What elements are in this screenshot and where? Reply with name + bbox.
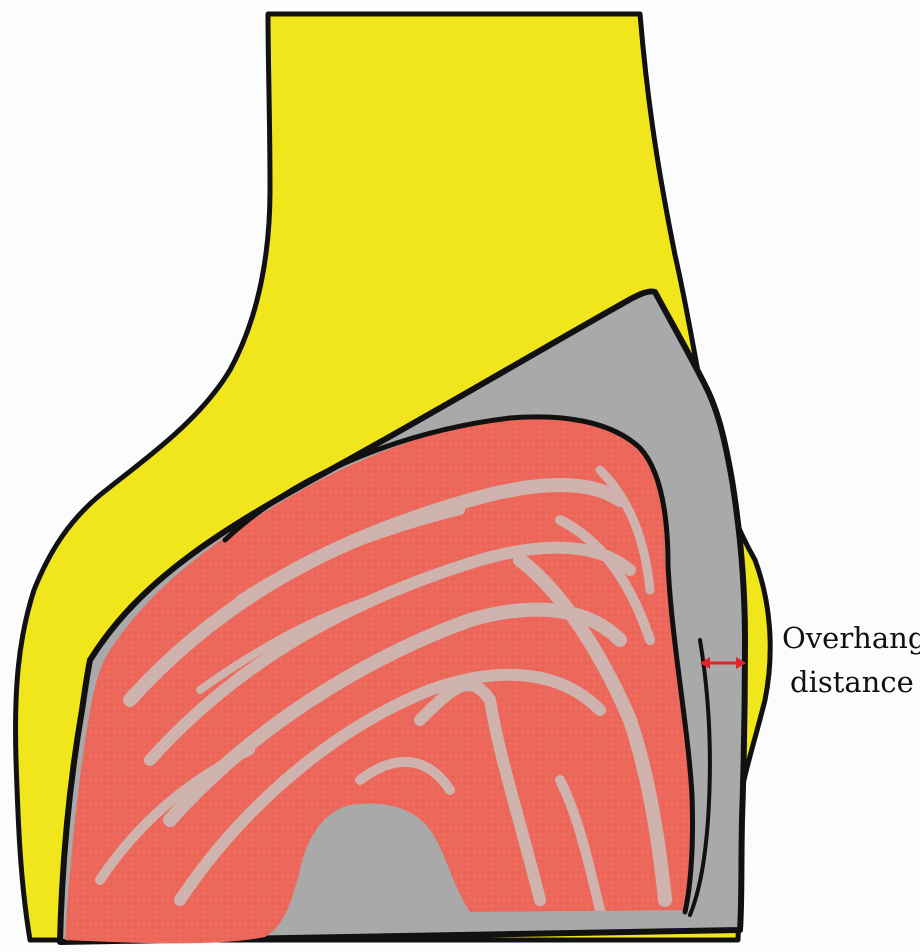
annotation-overhang: Overhang bbox=[782, 621, 920, 655]
annotation-distance: distance bbox=[790, 665, 914, 699]
